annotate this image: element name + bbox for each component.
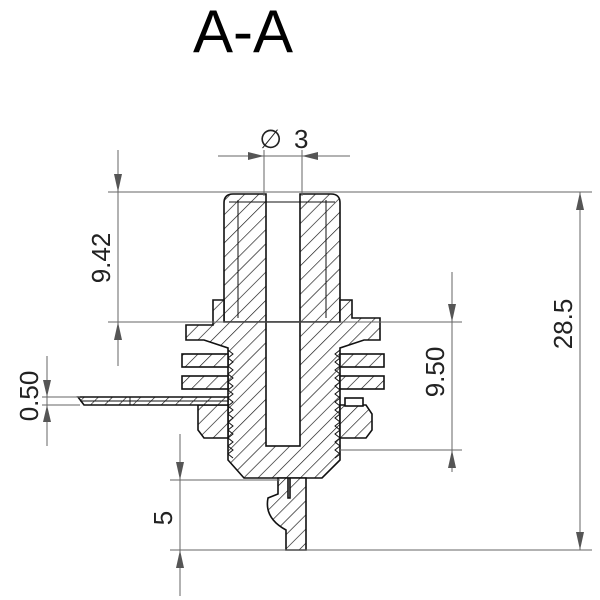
dim-overall-height: 28.5 <box>548 299 578 350</box>
washer-upper-left <box>181 353 229 368</box>
diameter-symbol: ∅ <box>259 124 282 154</box>
extension-lines <box>42 150 592 551</box>
dim-thread-length: 9.50 <box>420 347 450 398</box>
washer-lower-right <box>339 375 385 390</box>
top-sleeve-right <box>299 193 341 323</box>
solder-pin <box>266 477 307 551</box>
dim-diameter: 3 <box>294 124 308 154</box>
dim-pin-length: 5 <box>148 511 178 525</box>
washer-upper-right <box>339 353 385 368</box>
top-sleeve-left <box>223 193 267 323</box>
washer-lower-left <box>181 375 229 390</box>
dim-top-height: 9.42 <box>86 233 116 284</box>
external-thread-left <box>227 349 234 459</box>
nut-right <box>339 404 373 439</box>
nut-left <box>197 404 229 439</box>
dimension-lines <box>43 150 584 596</box>
dimension-labels: ∅ 3 9.42 28.5 9.50 0.50 5 <box>14 124 578 525</box>
dim-washer-thickness: 0.50 <box>14 371 44 422</box>
center-bore <box>265 321 301 447</box>
section-title: A-A <box>193 0 293 65</box>
external-thread-right <box>334 349 341 459</box>
nut-groove <box>344 397 364 407</box>
connector-body <box>76 193 385 551</box>
